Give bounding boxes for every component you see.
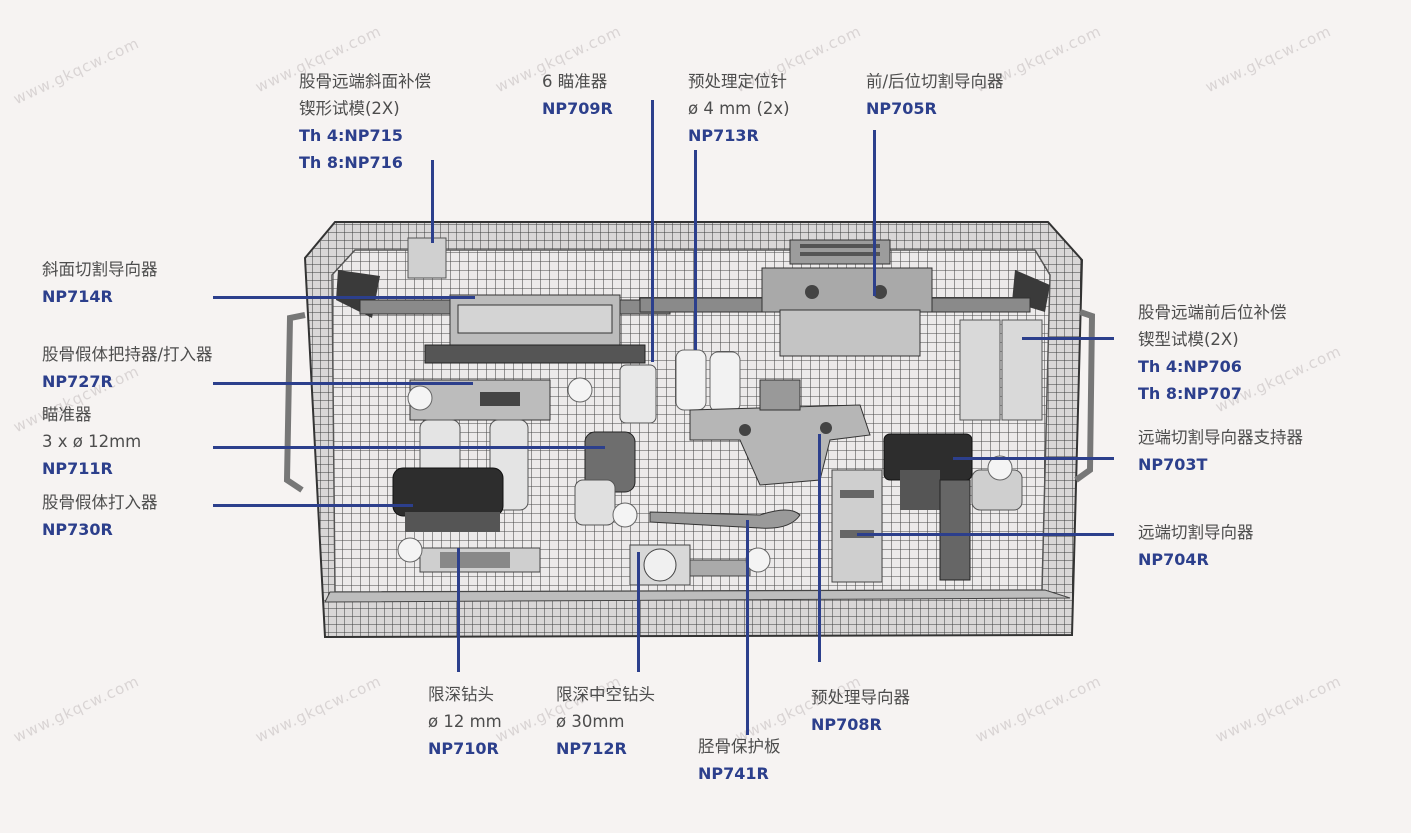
label-code: NP710R: [428, 739, 499, 758]
label-text: ø 12 mm: [428, 712, 502, 731]
leader-line: [213, 446, 605, 449]
leader-line: [694, 150, 697, 350]
label-code: Th 4:NP715: [299, 126, 403, 145]
label-text: 股骨远端斜面补偿: [299, 72, 431, 91]
label-code: NP727R: [42, 372, 113, 391]
label-code: NP703T: [1138, 455, 1208, 474]
label-text: 前/后位切割导向器: [866, 72, 1004, 91]
leader-line: [431, 160, 434, 243]
label-code: NP730R: [42, 520, 113, 539]
label-np711r: 瞄准器 3 x ø 12mm NP711R: [42, 401, 141, 482]
label-code: NP712R: [556, 739, 627, 758]
label-np709r: 6 瞄准器 NP709R: [542, 68, 613, 122]
label-code: NP713R: [688, 126, 759, 145]
leader-line: [746, 520, 749, 735]
label-np714r: 斜面切割导向器 NP714R: [42, 256, 158, 310]
label-np712r: 限深中空钻头 ø 30mm NP712R: [556, 681, 655, 762]
label-text: 股骨远端前后位补偿: [1138, 303, 1287, 322]
label-text: 股骨假体把持器/打入器: [42, 345, 213, 364]
label-text: 限深中空钻头: [556, 685, 655, 704]
leader-line: [818, 434, 821, 662]
label-text: 远端切割导向器支持器: [1138, 428, 1303, 447]
label-np715: 股骨远端斜面补偿 锲形试模(2X) Th 4:NP715 Th 8:NP716: [299, 68, 431, 176]
label-code: NP705R: [866, 99, 937, 118]
label-np706: 股骨远端前后位补偿 锲型试模(2X) Th 4:NP706 Th 8:NP707: [1138, 299, 1287, 407]
leader-line: [1022, 337, 1114, 340]
label-code: Th 8:NP716: [299, 153, 403, 172]
label-text: 限深钻头: [428, 685, 494, 704]
label-np727r: 股骨假体把持器/打入器 NP727R: [42, 341, 213, 395]
label-text: 3 x ø 12mm: [42, 432, 142, 451]
label-np703t: 远端切割导向器支持器 NP703T: [1138, 424, 1303, 478]
label-text: ø 4 mm (2x): [688, 99, 790, 118]
label-code: NP741R: [698, 764, 769, 783]
label-text: 锲形试模(2X): [299, 99, 400, 118]
leader-line: [213, 382, 473, 385]
label-text: 斜面切割导向器: [42, 260, 158, 279]
leader-line: [873, 130, 876, 296]
label-text: 预处理定位针: [688, 72, 787, 91]
label-np713r: 预处理定位针 ø 4 mm (2x) NP713R: [688, 68, 790, 149]
label-code: NP709R: [542, 99, 613, 118]
label-code: Th 8:NP707: [1138, 384, 1242, 403]
leader-line: [457, 548, 460, 672]
label-text: 锲型试模(2X): [1138, 330, 1239, 349]
label-np708r: 预处理导向器 NP708R: [811, 684, 910, 738]
label-text: 胫骨保护板: [698, 737, 781, 756]
label-np704r: 远端切割导向器 NP704R: [1138, 519, 1254, 573]
label-text: 股骨假体打入器: [42, 493, 158, 512]
label-np730r: 股骨假体打入器 NP730R: [42, 489, 158, 543]
label-text: 远端切割导向器: [1138, 523, 1254, 542]
leader-line: [651, 100, 654, 362]
label-code: NP711R: [42, 459, 113, 478]
label-text: 瞄准器: [42, 405, 92, 424]
label-text: 6 瞄准器: [542, 72, 608, 91]
label-code: Th 4:NP706: [1138, 357, 1242, 376]
label-np710r: 限深钻头 ø 12 mm NP710R: [428, 681, 502, 762]
label-code: NP704R: [1138, 550, 1209, 569]
label-text: 预处理导向器: [811, 688, 910, 707]
label-np705r: 前/后位切割导向器 NP705R: [866, 68, 1004, 122]
label-code: NP708R: [811, 715, 882, 734]
leader-line: [953, 457, 1114, 460]
label-code: NP714R: [42, 287, 113, 306]
label-text: ø 30mm: [556, 712, 625, 731]
leader-line: [637, 552, 640, 672]
leader-line: [213, 504, 413, 507]
label-np741r: 胫骨保护板 NP741R: [698, 733, 781, 787]
leader-line: [857, 533, 1114, 536]
leader-line: [213, 296, 475, 299]
